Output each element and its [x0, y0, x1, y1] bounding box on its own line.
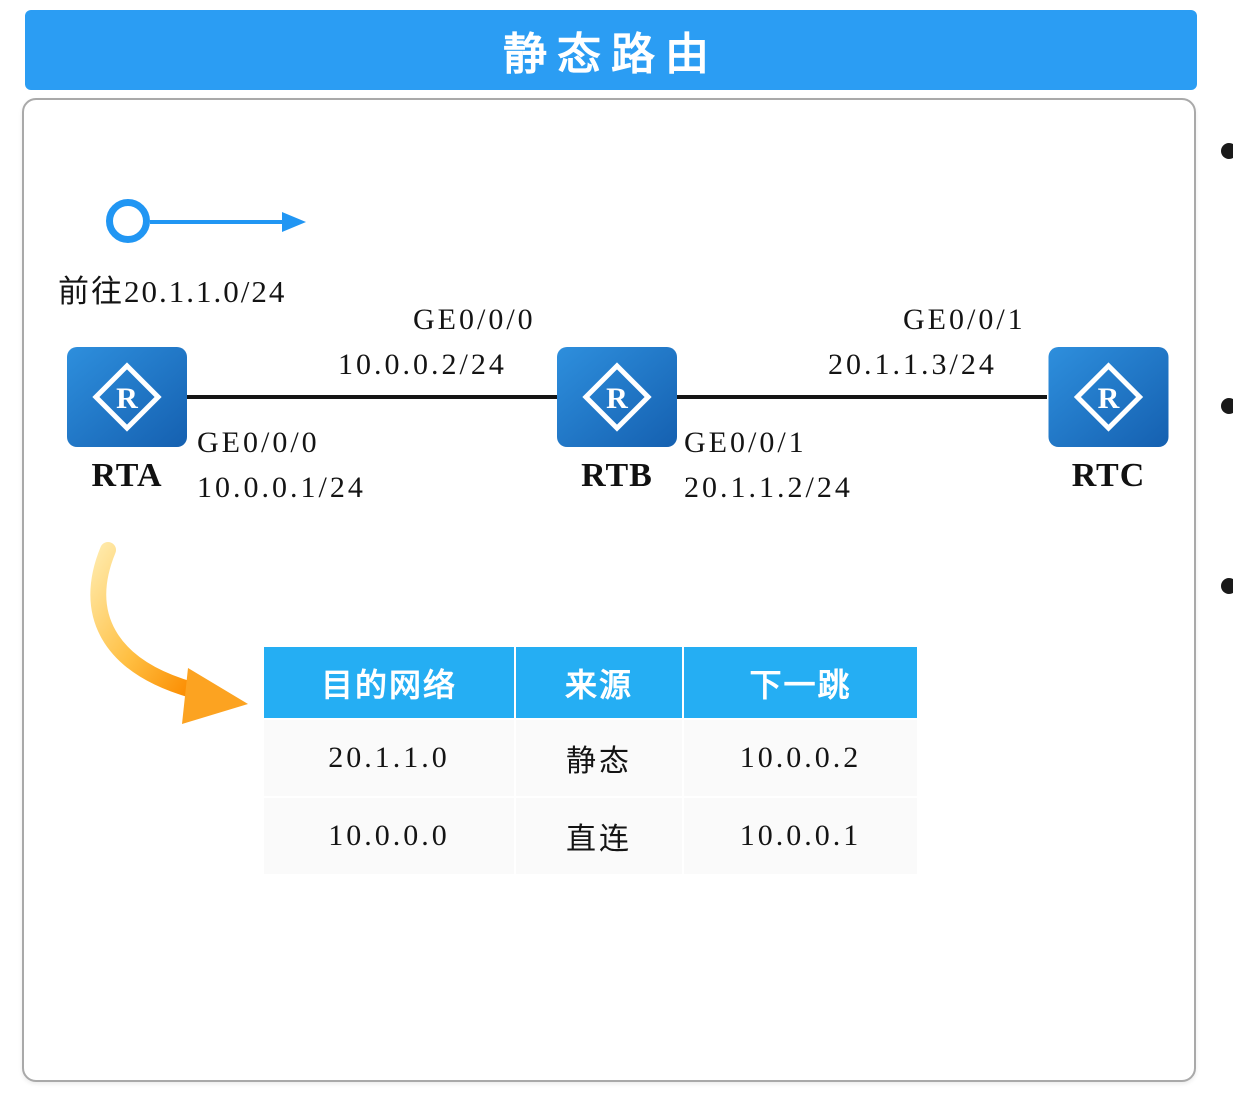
- router-rtc-name: RTC: [1071, 457, 1146, 494]
- rtb-interface-label: GE0/0/1: [684, 426, 807, 459]
- link1-ip-label: 10.0.0.2/24: [338, 348, 507, 381]
- callout-arrow-icon: [90, 542, 248, 724]
- route-start-icon: [106, 199, 150, 243]
- rta-interface-ip: 10.0.0.1/24: [197, 471, 366, 504]
- svg-text:R: R: [606, 382, 628, 415]
- router-rtb-name: RTB: [581, 457, 653, 494]
- router-rtc-icon: R: [1047, 347, 1170, 447]
- page-title: 静态路由: [503, 30, 719, 79]
- cell-next-hop: 10.0.0.1: [682, 796, 919, 876]
- router-rta-icon: R: [67, 347, 187, 447]
- link2-interface-label: GE0/0/1: [903, 303, 1026, 336]
- rtb-interface-block: GE0/0/1 20.1.1.2/24: [684, 420, 892, 510]
- rta-interface-label: GE0/0/0: [197, 426, 320, 459]
- rtb-interface-ip: 20.1.1.2/24: [684, 471, 853, 504]
- bullet-dot: [1221, 398, 1233, 414]
- table-row: 20.1.1.0 静态 10.0.0.2: [262, 718, 919, 798]
- col-header-next-hop: 下一跳: [682, 645, 919, 720]
- col-header-source: 来源: [514, 645, 684, 720]
- col-header-destination: 目的网络: [262, 645, 516, 720]
- routing-table: 目的网络 来源 下一跳 20.1.1.0 静态 10.0.0.2 10.0.0.…: [262, 645, 919, 876]
- route-direction-arrow-icon: [150, 212, 306, 232]
- cell-source: 静态: [514, 718, 684, 798]
- svg-text:R: R: [1098, 382, 1120, 415]
- cell-next-hop: 10.0.0.2: [682, 718, 919, 798]
- rta-interface-block: GE0/0/0 10.0.0.1/24: [197, 420, 405, 510]
- table-row: 10.0.0.0 直连 10.0.0.1: [262, 796, 919, 876]
- routing-table-header-row: 目的网络 来源 下一跳: [262, 645, 919, 720]
- cell-destination: 10.0.0.0: [262, 796, 516, 876]
- link-rta-rtb: [187, 395, 557, 399]
- title-bar: 静态路由: [25, 10, 1197, 90]
- content-panel: [22, 98, 1196, 1082]
- bullet-dot: [1221, 143, 1233, 159]
- link1-interface-label: GE0/0/0: [413, 303, 536, 336]
- router-rtb-icon: R: [557, 347, 677, 447]
- route-caption: 前往20.1.1.0/24: [58, 274, 287, 309]
- link-rtb-rtc: [677, 395, 1047, 399]
- router-rta-name: RTA: [91, 457, 163, 494]
- cell-source: 直连: [514, 796, 684, 876]
- bullet-dot: [1221, 578, 1233, 594]
- svg-text:R: R: [116, 382, 138, 415]
- cell-destination: 20.1.1.0: [262, 718, 516, 798]
- link2-ip-label: 20.1.1.3/24: [828, 348, 997, 381]
